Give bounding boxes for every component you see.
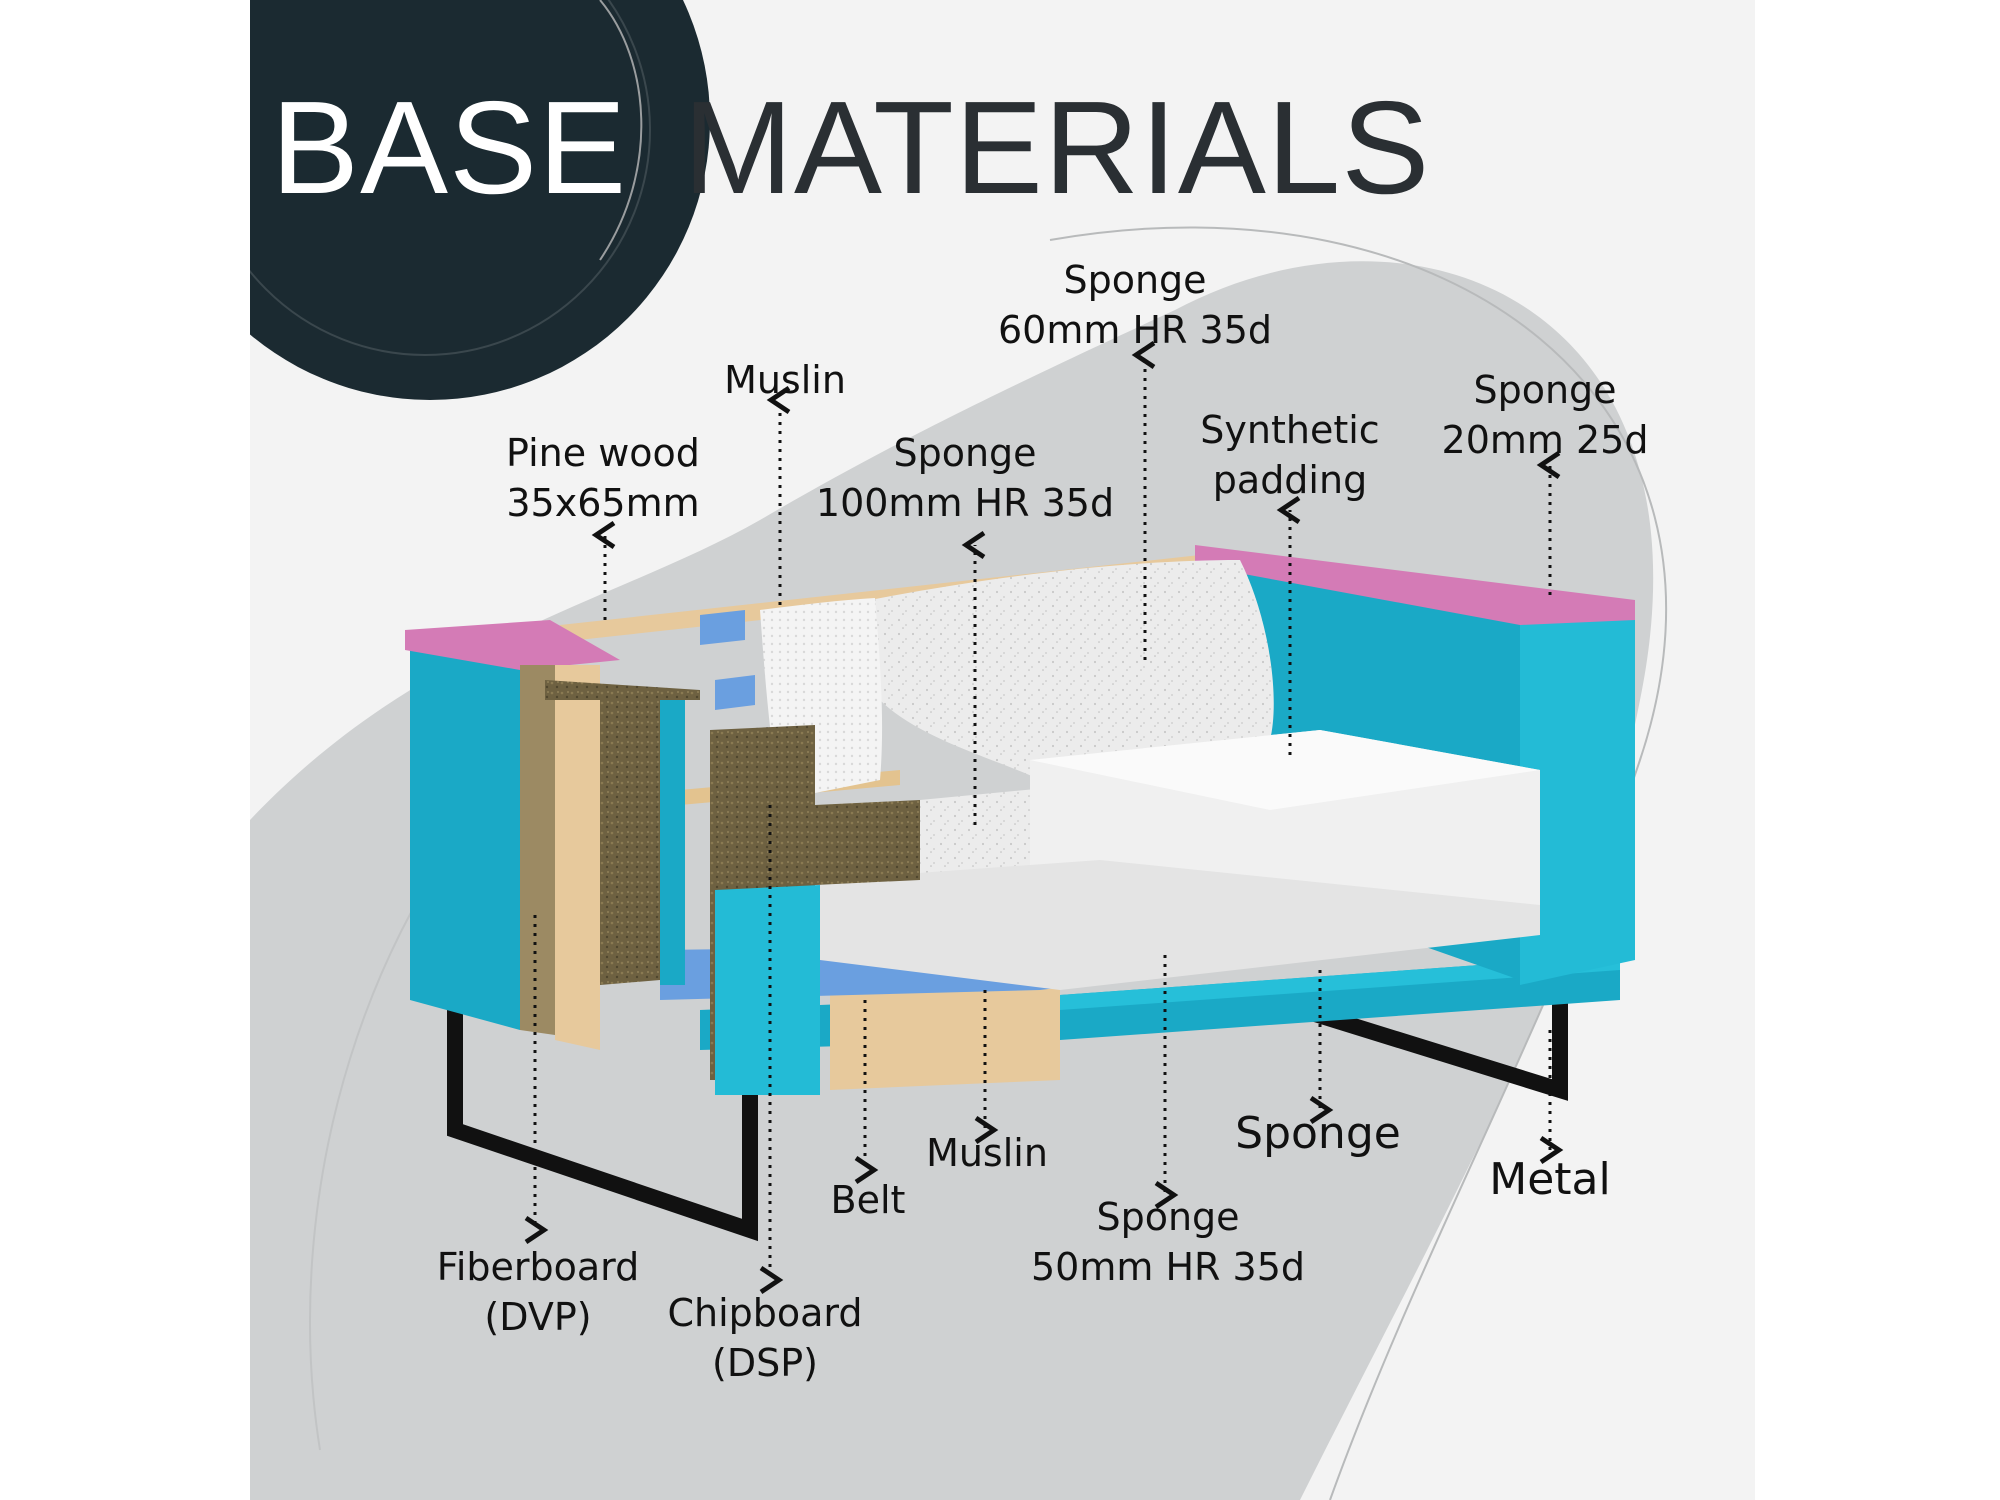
label-pine-wood: Pine wood 35x65mm <box>506 431 700 525</box>
label-sponge-20mm: Sponge 20mm 25d <box>1441 368 1649 462</box>
sofa <box>405 545 1635 1242</box>
label-sponge-60mm: Sponge 60mm HR 35d <box>998 258 1272 352</box>
dark-circle <box>250 0 710 400</box>
label-muslin-top: Muslin <box>724 358 846 402</box>
label-sponge-100mm: Sponge 100mm HR 35d <box>815 431 1115 525</box>
metal-leg-left <box>447 1000 758 1242</box>
label-metal: Metal <box>1489 1154 1611 1205</box>
leader-lines <box>524 341 1564 1294</box>
left-arm-front-cyan <box>715 885 820 1095</box>
thin-outline-curve <box>1049 226 1668 1500</box>
right-arm-top-pink <box>1195 545 1635 625</box>
label-synthetic-padding: Synthetic padding <box>1200 408 1380 502</box>
chipboard-upper <box>545 680 700 985</box>
circle-outer-ring <box>599 0 643 261</box>
muslin-blue-strip-1 <box>700 610 745 645</box>
base-sponge-front <box>1060 955 1620 1010</box>
muslin-blue-strip-2 <box>715 675 755 710</box>
base-frame-wood <box>830 985 1060 1090</box>
title-base: BASE <box>271 74 628 221</box>
right-arm-front <box>1520 610 1635 985</box>
circle-outline <box>250 0 651 356</box>
left-arm-top-pink <box>405 620 620 670</box>
lower-sponge-50mm <box>820 860 1540 990</box>
label-belt: Belt <box>830 1178 906 1222</box>
title-materials: MATERIALS <box>683 74 1431 221</box>
label-fiberboard: Fiberboard (DVP) <box>436 1245 640 1339</box>
left-arm-outer-cyan <box>410 640 520 1030</box>
pine-wood-post <box>555 665 600 1050</box>
label-muslin-bottom: Muslin <box>926 1131 1048 1175</box>
label-sponge-bottom: Sponge <box>1235 1108 1401 1159</box>
seat-cushion-top-face <box>1030 730 1540 810</box>
label-sponge-50mm: Sponge 50mm HR 35d <box>1031 1195 1305 1289</box>
back-cushion-60mm <box>870 560 1274 780</box>
label-chipboard: Chipboard (DSP) <box>667 1291 863 1385</box>
left-inner-cyan <box>660 700 685 985</box>
fiberboard-dvp <box>520 665 555 1035</box>
